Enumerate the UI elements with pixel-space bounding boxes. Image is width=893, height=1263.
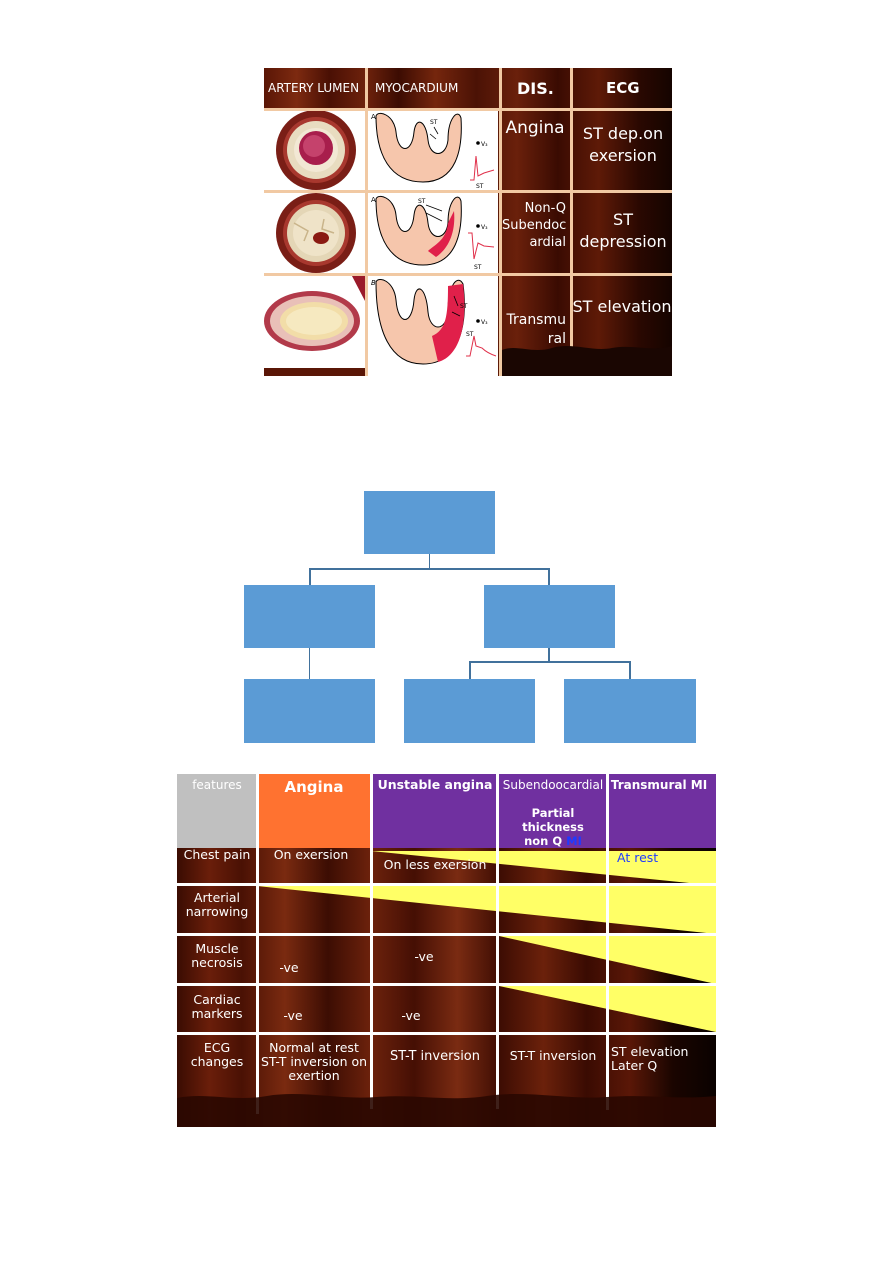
header-unstable-angina: Unstable angina bbox=[377, 777, 493, 792]
myocardium-angina-diagram: A ST V₃ ST bbox=[368, 110, 498, 190]
markers-angina: -ve bbox=[283, 1008, 303, 1023]
org-box-right-child-1 bbox=[404, 679, 535, 743]
necrosis-unstable: -ve bbox=[414, 949, 434, 964]
header-thickness: thickness bbox=[522, 820, 584, 834]
panel-letter: B bbox=[371, 279, 376, 287]
org-box-right bbox=[484, 585, 615, 648]
ecg-angina: Normal at rest ST-T inversion on exertio… bbox=[260, 1040, 368, 1083]
divider bbox=[606, 774, 609, 1110]
header-myocardium: MYOCARDIUM bbox=[375, 81, 459, 95]
st-label: ST bbox=[474, 264, 482, 271]
divider bbox=[365, 68, 368, 376]
markers-unstable: -ve bbox=[401, 1008, 421, 1023]
divider bbox=[177, 1032, 716, 1035]
divider bbox=[177, 983, 716, 986]
ischemic-heart-disease-feature-table: features Angina Unstable angina Subendoo… bbox=[177, 774, 716, 1127]
connector bbox=[429, 554, 430, 568]
lead-label: V₃ bbox=[481, 319, 488, 326]
header-angina-cell: Angina bbox=[257, 774, 371, 848]
divider bbox=[264, 108, 672, 111]
artery-lumen-occluded-image bbox=[264, 276, 365, 376]
arterial-narrowing-wedge bbox=[257, 886, 716, 934]
divider bbox=[264, 190, 672, 193]
ecg-st-depression: ST depression bbox=[579, 210, 667, 251]
header-partial: Partial bbox=[531, 806, 575, 820]
connector bbox=[469, 661, 631, 663]
ecg-st-depression-exertion: ST dep.on exersion bbox=[582, 124, 664, 165]
st-label: ST bbox=[418, 198, 426, 205]
necrosis-angina: -ve bbox=[279, 960, 299, 975]
divider bbox=[370, 774, 373, 1109]
org-box-root bbox=[364, 491, 495, 554]
connector bbox=[309, 568, 311, 585]
header-non-q: non Q bbox=[524, 834, 563, 848]
connector bbox=[629, 661, 631, 679]
artery-lumen-normal-image bbox=[264, 110, 365, 190]
header-features-cell: features bbox=[177, 774, 257, 848]
ecg-st-elevation: ST elevation bbox=[572, 297, 672, 316]
myocardium-subendocardial-diagram: A ST V₃ ST bbox=[368, 193, 498, 273]
lead-label: V₃ bbox=[481, 224, 488, 231]
connector bbox=[309, 648, 310, 679]
header-transmural-mi: Transmural MI bbox=[610, 778, 708, 792]
header-disease: DIS. bbox=[517, 78, 554, 98]
disease-angina: Angina bbox=[505, 118, 565, 138]
divider bbox=[177, 933, 716, 936]
disease-subendocardial: Non-Q Subendoc ardial bbox=[502, 201, 567, 250]
divider bbox=[499, 68, 502, 376]
row-label-arterial-narrowing: Arterial narrowing bbox=[185, 890, 249, 919]
st-label: ST bbox=[476, 183, 484, 190]
wavy-floor bbox=[502, 346, 672, 376]
divider bbox=[256, 774, 259, 1114]
panel-letter: A bbox=[371, 196, 376, 204]
lead-label: V₃ bbox=[481, 141, 488, 148]
panel-letter: A bbox=[371, 113, 376, 121]
st-label: ST bbox=[466, 331, 474, 338]
divider bbox=[496, 774, 499, 1109]
ecg-unstable: ST-T inversion bbox=[389, 1049, 481, 1064]
header-partial-thickness: Partial thickness non Q MI bbox=[499, 806, 607, 848]
org-box-left bbox=[244, 585, 375, 648]
header-ecg: ECG bbox=[606, 79, 640, 97]
row-label-muscle-necrosis: Muscle necrosis bbox=[191, 941, 243, 970]
header-non-q-mi: non Q MI bbox=[499, 834, 607, 848]
header-purple-band bbox=[371, 774, 716, 848]
header-artery-lumen: ARTERY LUMEN bbox=[268, 81, 360, 95]
chest-pain-angina: On exersion bbox=[273, 847, 349, 862]
disease-transmural: Transmu ral bbox=[506, 312, 566, 347]
divider bbox=[177, 883, 716, 886]
connector bbox=[469, 661, 471, 679]
divider bbox=[264, 273, 672, 276]
chest-pain-wedge bbox=[371, 851, 716, 884]
ecg-transmural: ST elevation Later Q bbox=[611, 1044, 689, 1073]
row-label-chest-pain: Chest pain bbox=[183, 847, 251, 862]
ecg-subendocardial: ST-T inversion bbox=[509, 1048, 597, 1063]
row-label-ecg-changes: ECG changes bbox=[190, 1040, 244, 1069]
org-box-right-child-2 bbox=[564, 679, 696, 743]
chest-pain-unstable: On less exersion bbox=[383, 857, 487, 872]
myocardium-transmural-diagram: B ST V₃ ST bbox=[368, 276, 498, 376]
row-label-cardiac-markers: Cardiac markers bbox=[191, 992, 243, 1021]
header-angina: Angina bbox=[284, 778, 344, 796]
header-features: features bbox=[192, 778, 242, 792]
chest-pain-transmural: At rest bbox=[617, 850, 659, 865]
st-label: ST bbox=[430, 119, 438, 126]
st-label: ST bbox=[460, 303, 468, 310]
connector bbox=[548, 568, 550, 585]
header-subendocardial: Subendoocardial bbox=[502, 778, 604, 792]
mi-comparison-image-table: ARTERY LUMEN MYOCARDIUM DIS. ECG bbox=[264, 68, 672, 376]
wavy-floor bbox=[177, 1094, 716, 1127]
artery-lumen-narrowed-image bbox=[264, 193, 365, 273]
connector bbox=[309, 568, 550, 570]
header-mi: MI bbox=[566, 834, 582, 848]
org-box-left-child bbox=[244, 679, 375, 743]
connector bbox=[548, 648, 550, 662]
divider bbox=[570, 68, 573, 376]
